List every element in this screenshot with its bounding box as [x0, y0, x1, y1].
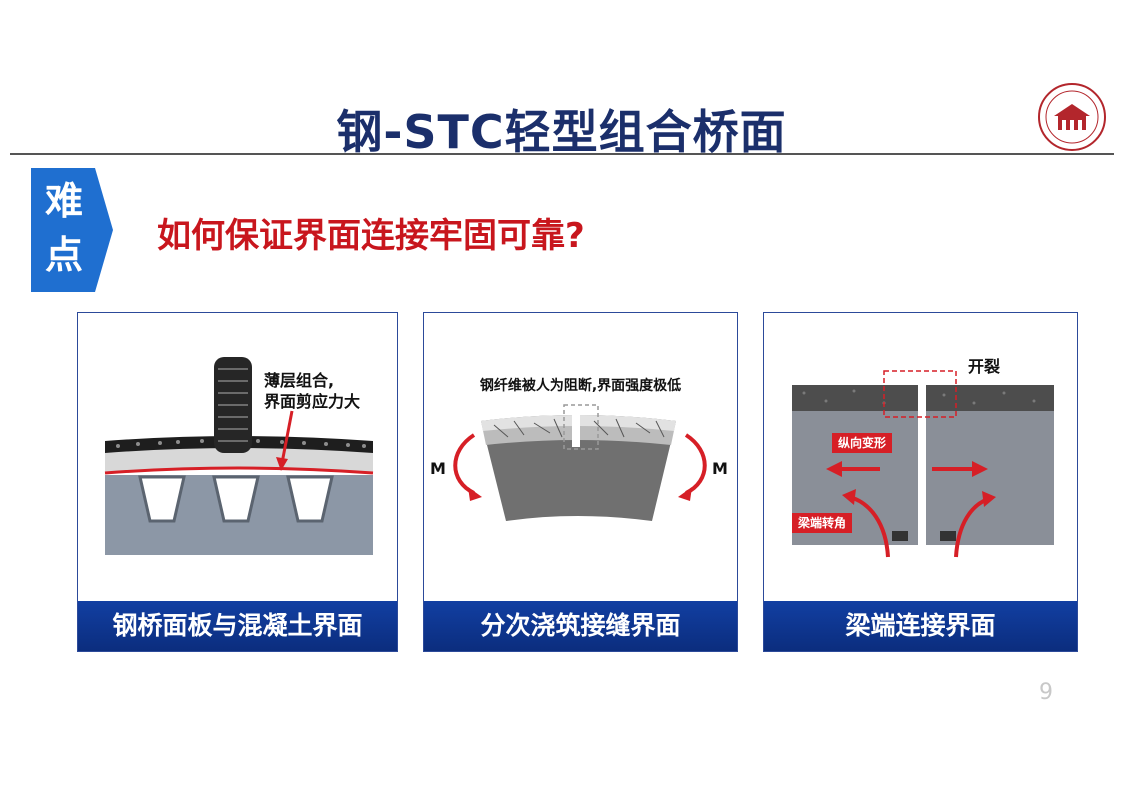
page-title: 钢-STC轻型组合桥面	[336, 105, 787, 159]
key-question: 如何保证界面连接牢固可靠?	[157, 216, 585, 256]
beam-end-rotation-label: 梁端转角	[792, 513, 853, 533]
steel-deck-illustration	[104, 357, 374, 555]
difficulty-tag: 难 点	[36, 174, 92, 282]
panel-staged-casting-joint: 钢纤维被人为阻断,界面强度极低 M M 分次浇筑接缝界面	[423, 312, 738, 652]
panel-caption: 梁端连接界面	[764, 601, 1077, 651]
title-divider	[10, 153, 1114, 155]
beam-end-illustration	[792, 370, 1054, 558]
difficulty-tag-shape	[31, 168, 113, 292]
panel-beam-end-connection: 开裂 纵向变形 梁端转角 梁端连接界面	[763, 312, 1078, 652]
longitudinal-deformation-label: 纵向变形	[832, 433, 893, 453]
crack-label: 开裂	[968, 357, 1001, 376]
university-seal-logo	[1038, 83, 1106, 151]
shear-stress-annotation: 薄层组合, 界面剪应力大	[264, 370, 360, 412]
moment-label-right: M	[712, 459, 728, 478]
shear-annotation-line2: 界面剪应力大	[264, 392, 361, 411]
panel-steel-concrete-interface: 薄层组合, 界面剪应力大 钢桥面板与混凝土界面	[77, 312, 398, 652]
fiber-interrupted-annotation: 钢纤维被人为阻断,界面强度极低	[479, 378, 682, 394]
page-number: 9	[1039, 680, 1053, 705]
shear-annotation-line1: 薄层组合,	[264, 371, 335, 390]
panel-caption: 分次浇筑接缝界面	[424, 601, 737, 651]
difficulty-tag-line1: 难	[44, 179, 83, 223]
panel-caption: 钢桥面板与混凝土界面	[78, 601, 397, 651]
difficulty-tag-line2: 点	[44, 233, 83, 277]
joint-bending-illustration	[453, 404, 707, 521]
moment-label-left: M	[430, 459, 446, 478]
